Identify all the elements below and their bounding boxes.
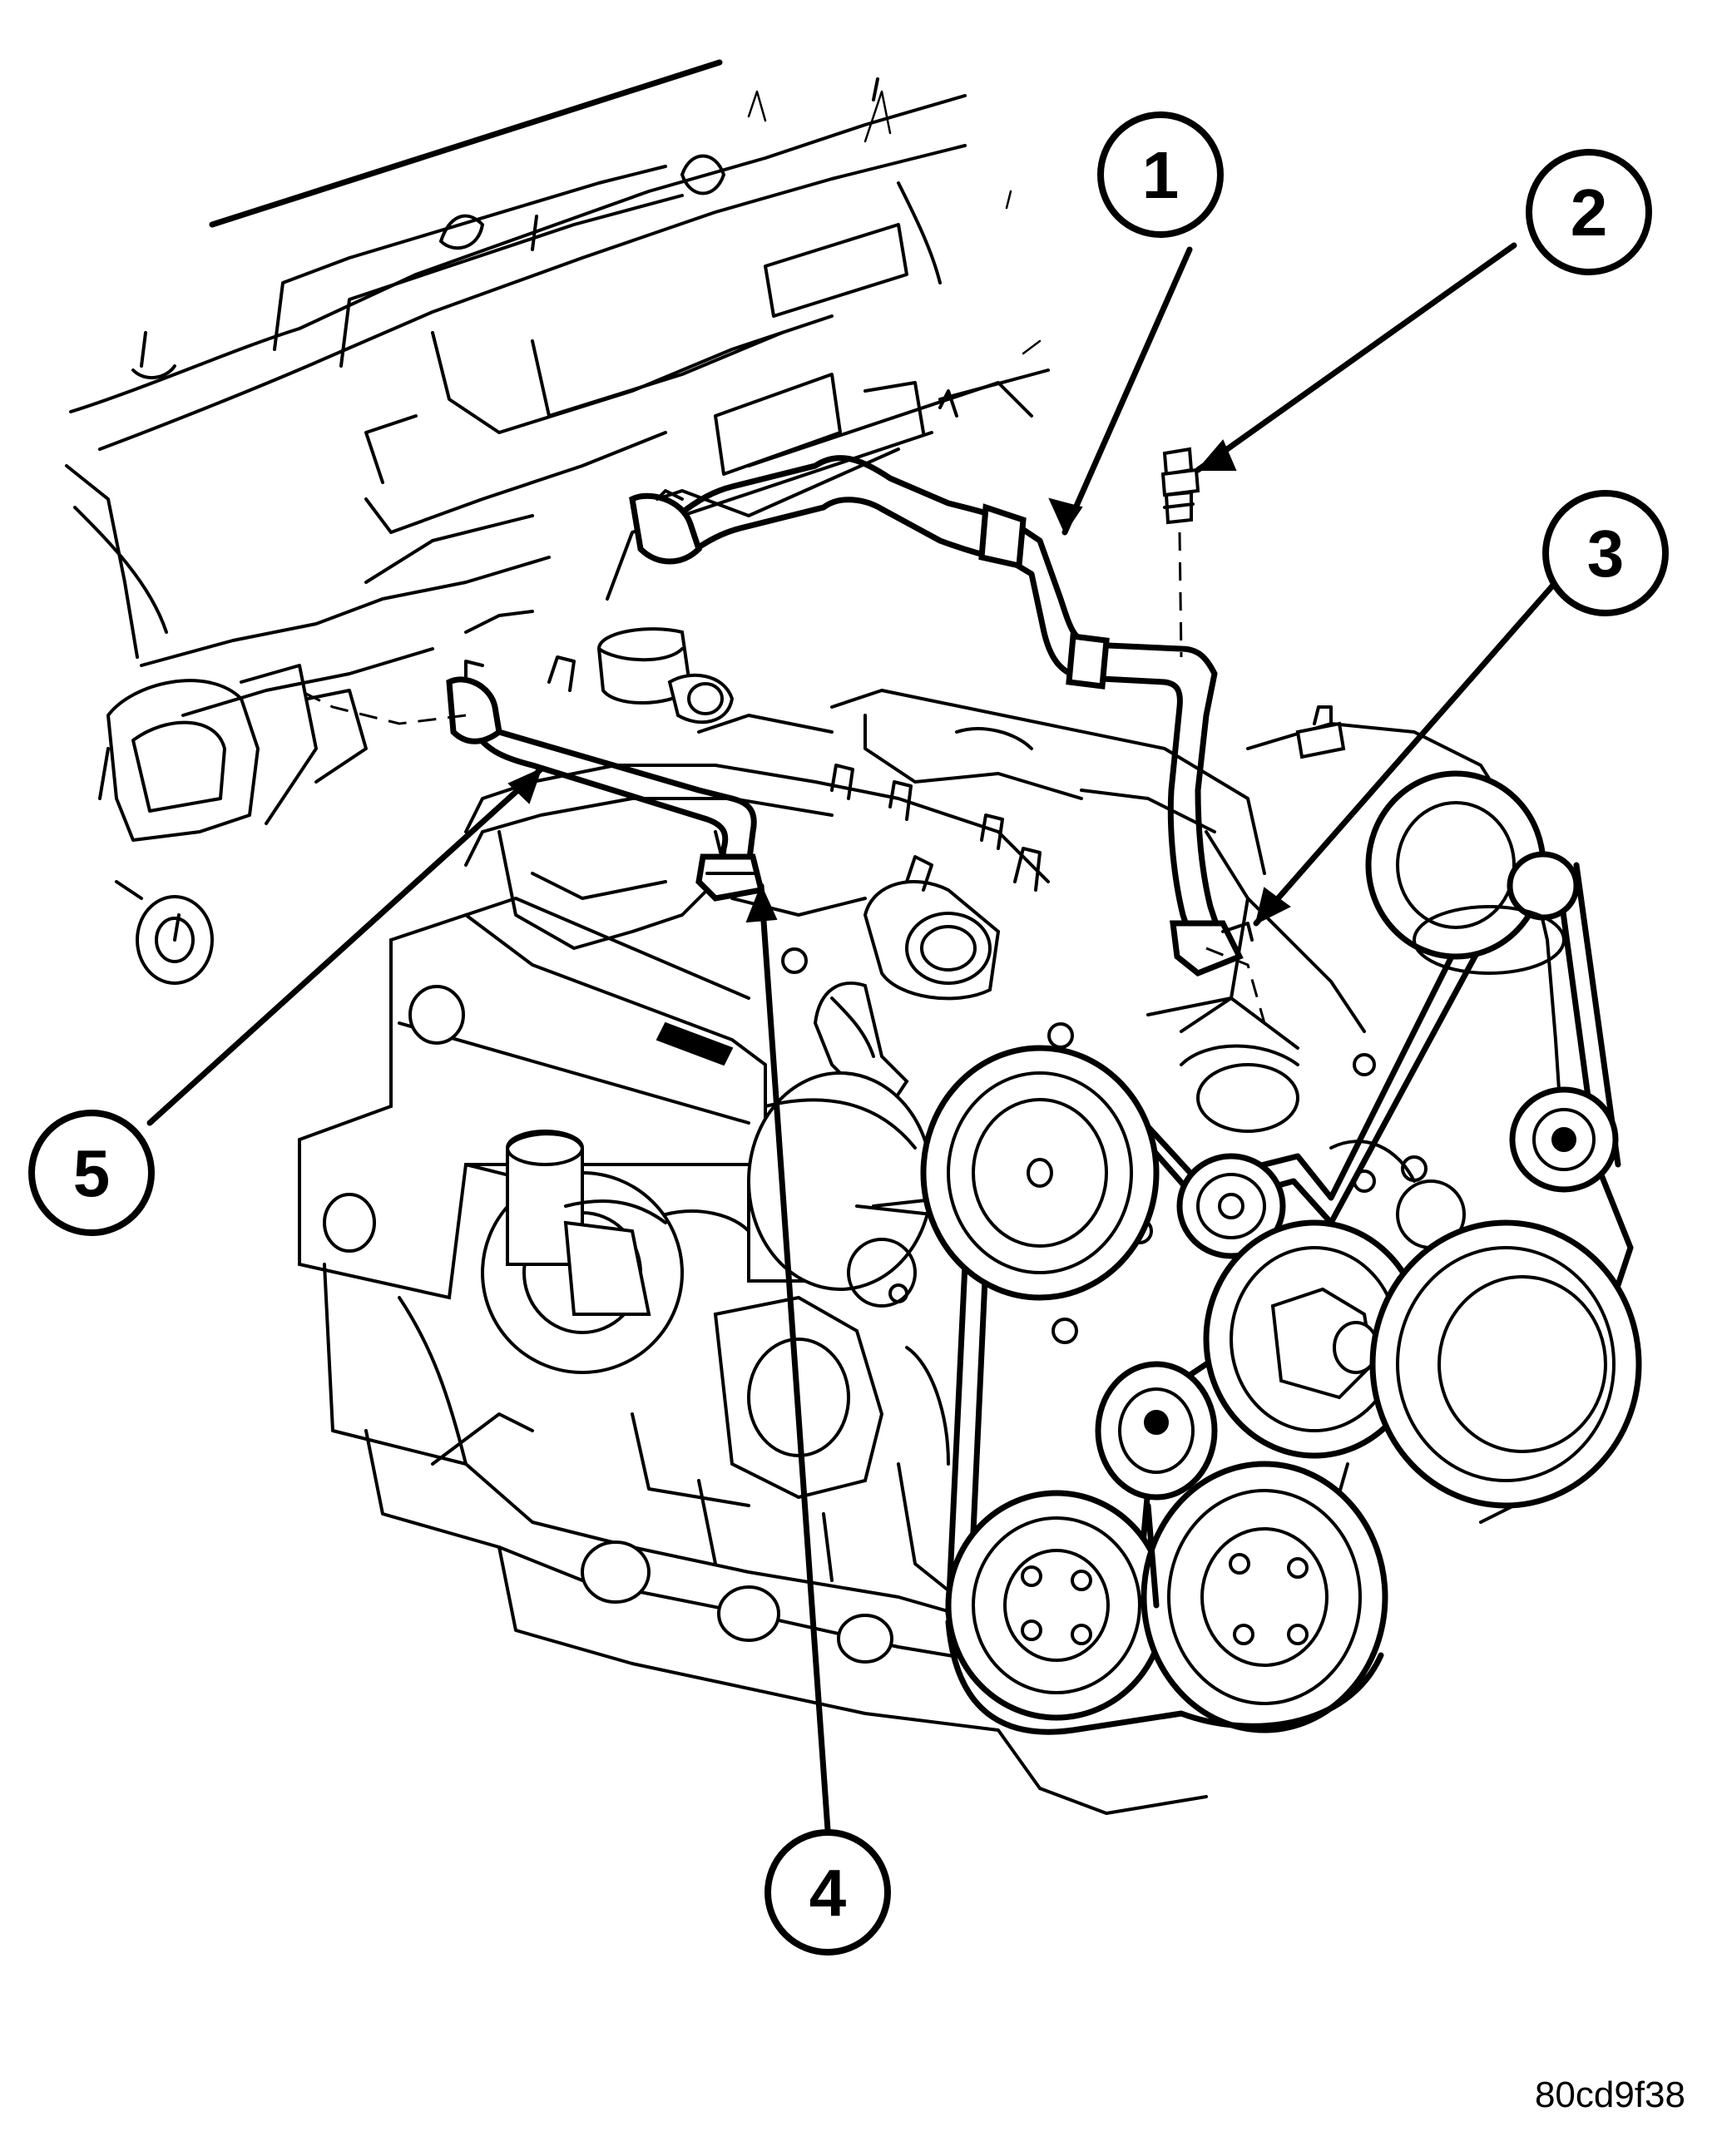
callout-2: 2 bbox=[1526, 149, 1652, 275]
upper-heater-hose bbox=[629, 455, 1254, 977]
cowl-structure bbox=[65, 59, 1050, 985]
lower-heater-hose bbox=[299, 660, 1266, 1024]
callout-5: 5 bbox=[28, 1110, 155, 1236]
callout-number-1: 1 bbox=[1142, 138, 1180, 212]
figure-id: 80cd9f38 bbox=[1534, 2074, 1685, 2115]
leader-lines bbox=[146, 242, 1559, 1833]
callout-4: 4 bbox=[764, 1829, 891, 1956]
engine-block bbox=[298, 627, 1428, 1815]
bolt-fastener bbox=[1160, 447, 1200, 658]
callout-number-5: 5 bbox=[73, 1136, 111, 1210]
callout-1: 1 bbox=[1097, 111, 1224, 238]
callout-number-2: 2 bbox=[1571, 176, 1608, 250]
callout-3: 3 bbox=[1542, 490, 1669, 616]
callout-number-4: 4 bbox=[809, 1856, 847, 1930]
accessory-drive bbox=[920, 770, 1642, 1735]
callout-number-3: 3 bbox=[1587, 517, 1625, 591]
